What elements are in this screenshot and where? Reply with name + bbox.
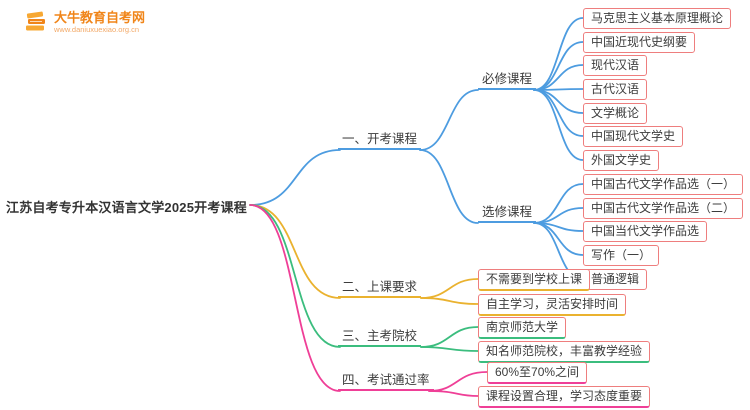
course-node: 中国古代文学作品选（一） — [583, 174, 744, 195]
branch-4-connectors — [249, 204, 488, 397]
branch-2-node: 二、上课要求 — [338, 279, 422, 298]
detail-node: 60%至70%之间 — [487, 362, 588, 384]
course-node: 马克思主义基本原理概论 — [583, 8, 732, 29]
course-node: 中国近现代史纲要 — [583, 32, 696, 53]
site-name: 大牛教育自考网 — [54, 10, 146, 25]
course-node: 文学概论 — [583, 103, 648, 124]
branch-3-node: 三、主考院校 — [338, 328, 422, 347]
site-logo: 大牛教育自考网 www.daniuxuexiao.org.cn — [24, 10, 145, 35]
detail-node: 知名师范院校，丰富教学经验 — [478, 341, 651, 363]
root-node: 江苏自考专升本汉语言文学2025开考课程 — [6, 200, 247, 215]
course-node: 写作（一） — [583, 245, 660, 266]
detail-node: 不需要到学校上课 — [478, 269, 591, 291]
site-url: www.daniuxuexiao.org.cn — [54, 25, 140, 34]
group-required-node: 必修课程 — [478, 71, 537, 90]
branch-4-node: 四、考试通过率 — [338, 372, 434, 391]
books-logo-icon — [26, 11, 45, 31]
group-elective-node: 选修课程 — [478, 204, 537, 223]
course-node: 中国古代文学作品选（二） — [583, 198, 744, 219]
branch-1-node: 一、开考课程 — [338, 131, 422, 150]
detail-node: 课程设置合理，学习态度重要 — [478, 386, 651, 408]
course-node: 中国现代文学史 — [583, 126, 684, 147]
site-logo-text: 大牛教育自考网 www.daniuxuexiao.org.cn — [54, 10, 145, 35]
course-node: 现代汉语 — [583, 55, 648, 76]
course-node: 普通逻辑 — [583, 269, 648, 290]
detail-node: 自主学习，灵活安排时间 — [478, 294, 627, 316]
course-node: 中国当代文学作品选 — [583, 221, 708, 242]
course-node: 古代汉语 — [583, 79, 648, 100]
course-node: 外国文学史 — [583, 150, 660, 171]
detail-node: 南京师范大学 — [478, 317, 567, 339]
